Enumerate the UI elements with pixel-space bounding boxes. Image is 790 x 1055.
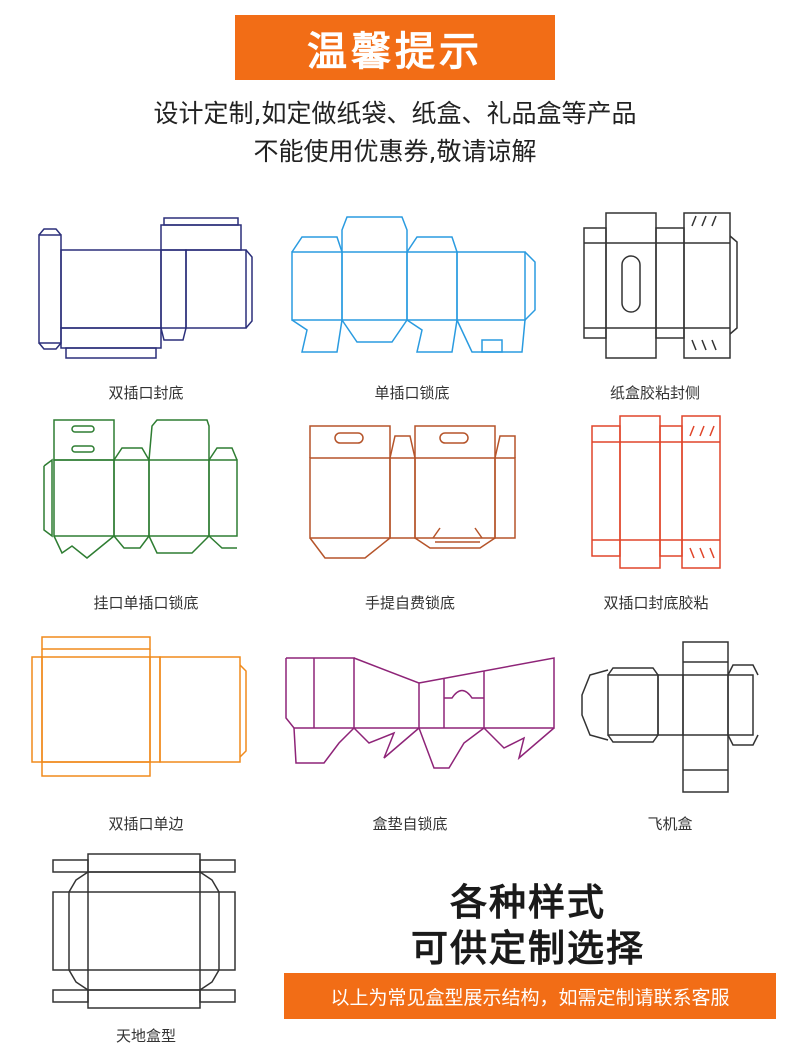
caption-single-tuck-lock-bottom: 单插口锁底 xyxy=(374,384,450,402)
pad-self-lock-bottom-dieline-icon xyxy=(284,653,559,773)
glued-side-box-dieline-icon xyxy=(582,208,742,360)
caption-handle-lock-bottom: 手提自费锁底 xyxy=(364,594,455,612)
caption-pad-self-lock-bottom: 盒垫自锁底 xyxy=(372,815,448,833)
promo-line-1: 各种样式 xyxy=(450,881,606,924)
mailer-box-dieline-icon xyxy=(578,640,763,795)
notice-line-2: 不能使用优惠券,敬请谅解 xyxy=(253,137,537,166)
hang-tab-lock-bottom-dieline-icon xyxy=(42,418,247,568)
notice-banner: 温馨提示 xyxy=(235,15,555,80)
double-tuck-bottom-dieline-icon xyxy=(36,215,256,360)
caption-double-tuck-bottom: 双插口封底 xyxy=(108,384,184,402)
caption-hang-tab-lock-bottom: 挂口单插口锁底 xyxy=(93,594,199,612)
caption-double-tuck-single-side: 双插口单边 xyxy=(108,815,184,833)
double-tuck-glued-dieline-icon xyxy=(590,414,730,570)
caption-double-tuck-glued: 双插口封底胶粘 xyxy=(603,594,709,612)
notice-line-1: 设计定制,如定做纸袋、纸盒、礼品盒等产品 xyxy=(153,99,637,128)
caption-glued-side-box: 纸盒胶粘封侧 xyxy=(609,384,700,402)
footer-notice-text: 以上为常见盒型展示结构，如需定制请联系客服 xyxy=(330,986,730,1009)
caption-mailer-box: 飞机盒 xyxy=(647,815,693,833)
banner-title: 温馨提示 xyxy=(307,28,483,75)
double-tuck-single-side-dieline-icon xyxy=(30,635,250,780)
promo-line-2: 可供定制选择 xyxy=(411,927,645,970)
handle-lock-bottom-dieline-icon xyxy=(305,418,525,568)
caption-lid-base-box: 天地盒型 xyxy=(115,1027,176,1045)
single-tuck-lock-bottom-dieline-icon xyxy=(287,212,542,362)
footer-notice-bar: 以上为常见盒型展示结构，如需定制请联系客服 xyxy=(284,973,776,1019)
lid-base-box-dieline-icon xyxy=(48,852,240,1010)
